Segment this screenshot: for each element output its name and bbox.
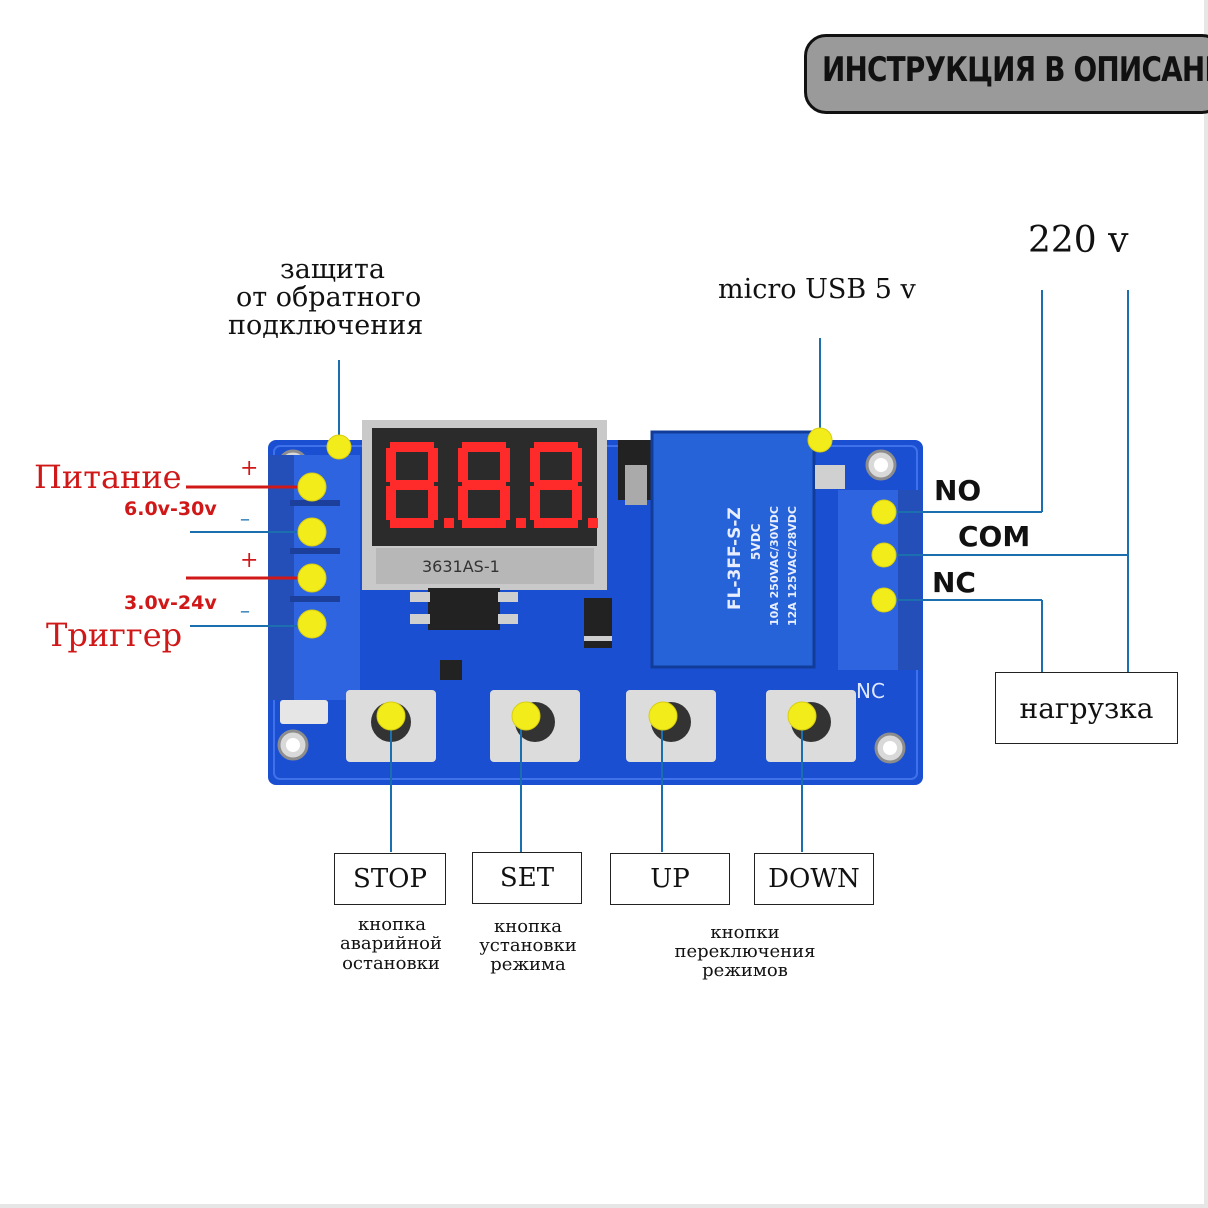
- terminal-no-label: NO: [934, 474, 982, 507]
- power-range-label: 6.0v-30v: [124, 498, 217, 520]
- instruction-banner: [804, 34, 1208, 114]
- down-button-box: DOWN: [754, 853, 874, 905]
- trigger-plus-sign: +: [240, 548, 259, 573]
- set-desc-3: режима: [490, 954, 566, 975]
- load-box: нагрузка: [995, 672, 1178, 744]
- relay-marking-4: 12A 125VAC/28VDC: [786, 506, 799, 626]
- set-desc-1: кнопка: [493, 916, 563, 937]
- protection-label-1: защита: [280, 254, 385, 285]
- power-minus-sign: –: [240, 506, 250, 530]
- stop-desc-3: остановки: [342, 953, 440, 974]
- terminal-nc-label: NC: [932, 566, 976, 599]
- set-desc-2: установки: [479, 935, 577, 956]
- led-digits: [386, 442, 598, 528]
- optocoupler-chip: [428, 588, 500, 630]
- relay-marking-1: FL-3FF-S-Z: [725, 507, 745, 610]
- protection-label-2: от обратного: [236, 282, 422, 313]
- power-plus-sign: +: [240, 456, 259, 481]
- marker-dots: [297, 427, 897, 731]
- up-button-box: UP: [610, 853, 730, 905]
- usb-label: micro USB 5 v: [718, 274, 916, 305]
- relay-marking-2: 5VDC: [749, 523, 763, 560]
- relay: [652, 432, 814, 667]
- power-lines: [186, 485, 312, 580]
- terminal-com-label: COM: [958, 520, 1031, 553]
- mains-voltage-label: 220 v: [1028, 220, 1129, 261]
- trigger-range-label: 3.0v-24v: [124, 592, 217, 614]
- relay-marking-3: 10A 250VAC/30VDC: [768, 506, 781, 626]
- set-button-box: SET: [472, 852, 582, 904]
- callout-lines: [190, 290, 1129, 852]
- stop-desc-2: аварийной: [340, 933, 442, 954]
- mode-desc-1: кнопки: [710, 922, 780, 943]
- silk-nc: NC: [856, 679, 885, 703]
- power-label: Питание: [34, 458, 182, 496]
- mode-desc-3: режимов: [702, 960, 788, 981]
- protection-label-3: подключения: [228, 310, 424, 341]
- stop-desc-1: кнопка: [357, 914, 427, 935]
- stop-button-box: STOP: [334, 853, 446, 905]
- trigger-label: Триггер: [46, 616, 183, 654]
- mode-desc-2: переключения: [674, 941, 816, 962]
- micro-usb-port: [815, 465, 845, 489]
- trigger-minus-sign: –: [240, 598, 250, 622]
- display-part-number: 3631AS-1: [422, 557, 500, 576]
